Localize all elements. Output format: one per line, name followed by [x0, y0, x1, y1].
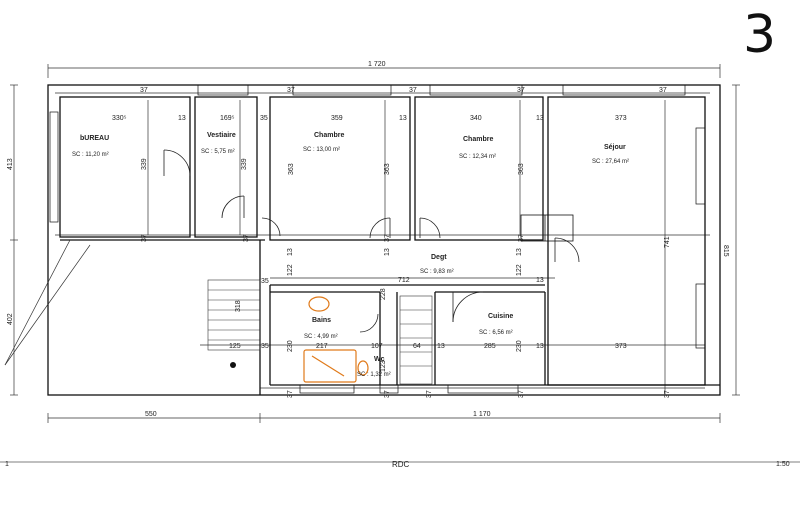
room-area-degt: SC : 9,83 m² [420, 269, 454, 275]
dim-label: 35 [260, 115, 268, 122]
dim-label: 37 [141, 234, 148, 242]
dim-label: 13 [399, 115, 407, 122]
dim-label: 123 [380, 360, 387, 372]
dim-label: 13 [437, 343, 445, 350]
dim-label: 228 [380, 288, 387, 300]
dim-label: 13 [384, 248, 391, 256]
dim-label: 37 [140, 87, 148, 94]
windows [49, 84, 706, 394]
dim-label: 373 [615, 115, 627, 122]
dim-label: 13 [536, 115, 544, 122]
dim-label: 37 [518, 234, 525, 242]
dim-label: 37 [243, 234, 250, 242]
dim-label: 37 [409, 87, 417, 94]
dim-overall-top: 1 720 [368, 61, 386, 68]
dim-label: 285 [484, 343, 496, 350]
dim-label: 230 [287, 340, 294, 352]
room-area-vestiaire: SC : 5,75 m² [201, 149, 235, 155]
dim-overall-right: 815 [722, 245, 729, 257]
dim-label: 359 [331, 115, 343, 122]
room-area-cuisine: SC : 6,56 m² [479, 330, 513, 336]
dim-overall-bottom-left: 550 [145, 411, 157, 418]
dim-label: 217 [316, 343, 328, 350]
dimension-lines [10, 64, 740, 423]
room-area-chambre-2: SC : 12,34 m² [459, 154, 496, 160]
dim-label: 230 [516, 340, 523, 352]
dim-label: 373 [615, 343, 627, 350]
dim-label: 37 [664, 390, 671, 398]
room-name-chambre-1: Chambre [314, 132, 344, 139]
dim-label: 169⁵ [220, 115, 235, 122]
room-name-bureau: bUREAU [80, 135, 109, 142]
dim-label: 37 [426, 390, 433, 398]
room-name-cuisine: Cuisine [488, 313, 513, 320]
dim-label: 712 [398, 277, 410, 284]
sanitary-fixtures [303, 296, 369, 383]
dim-label: 13 [536, 277, 544, 284]
dim-label: 37 [518, 390, 525, 398]
dim-label: 37 [384, 390, 391, 398]
room-area-bains: SC : 4,99 m² [304, 334, 338, 340]
dimension-labels: 37 330⁵ 13 169⁵ 35 37 359 13 37 340 13 3… [112, 87, 671, 398]
room-name-sejour: Séjour [604, 144, 626, 151]
doors [163, 149, 580, 333]
room-name-wc: Wc [374, 356, 385, 363]
room-area-bureau: SC : 11,20 m² [72, 152, 109, 158]
room-name-degt: Degt [431, 254, 447, 261]
dim-label: 35 [261, 278, 269, 285]
page-number: 1 [5, 461, 9, 468]
dim-label: 363 [384, 163, 391, 175]
dim-label: 339 [241, 158, 248, 170]
sheet-number: 3 [743, 5, 776, 65]
room-area-chambre-1: SC : 13,00 m² [303, 147, 340, 153]
stairs [207, 279, 433, 385]
dim-label: 13 [178, 115, 186, 122]
dim-label: 13 [536, 343, 544, 350]
dim-label: 35 [261, 343, 269, 350]
ramp [4, 239, 91, 366]
dim-overall-left-bottom: 402 [7, 313, 14, 325]
room-area-wc: SC : 1,32 m² [357, 372, 391, 378]
room-name-bains: Bains [312, 317, 331, 324]
room-area-sejour: SC : 27,64 m² [592, 159, 629, 165]
dim-label: 13 [287, 248, 294, 256]
dim-label: 125 [229, 343, 241, 350]
dim-label: 37 [287, 390, 294, 398]
dim-label: 37 [384, 234, 391, 242]
dim-label: 330⁵ [112, 115, 127, 122]
dim-label: 37 [517, 87, 525, 94]
dim-label: 363 [288, 163, 295, 175]
dim-label: 37 [287, 87, 295, 94]
dim-label: 13 [516, 248, 523, 256]
scale-label: 1:50 [776, 461, 790, 468]
dim-label: 318 [235, 300, 242, 312]
dim-label: 363 [518, 163, 525, 175]
level-label: RDC [392, 460, 410, 469]
room-name-vestiaire: Vestiaire [207, 132, 236, 139]
room-name-chambre-2: Chambre [463, 136, 493, 143]
room-labels: bUREAU SC : 11,20 m² Vestiaire SC : 5,75… [72, 132, 629, 378]
dim-label: 741 [664, 236, 671, 248]
dim-label: 122 [516, 264, 523, 276]
dim-overall-bottom-right: 1 170 [473, 411, 491, 418]
dim-label: 122 [287, 264, 294, 276]
dim-label: 37 [659, 87, 667, 94]
dim-label: 339 [141, 158, 148, 170]
dim-label: 340 [470, 115, 482, 122]
dim-label: 107 [371, 343, 383, 350]
dim-overall-left-top: 413 [7, 158, 14, 170]
dim-label: 64 [413, 343, 421, 350]
chimney [520, 214, 574, 242]
walls [47, 84, 721, 396]
